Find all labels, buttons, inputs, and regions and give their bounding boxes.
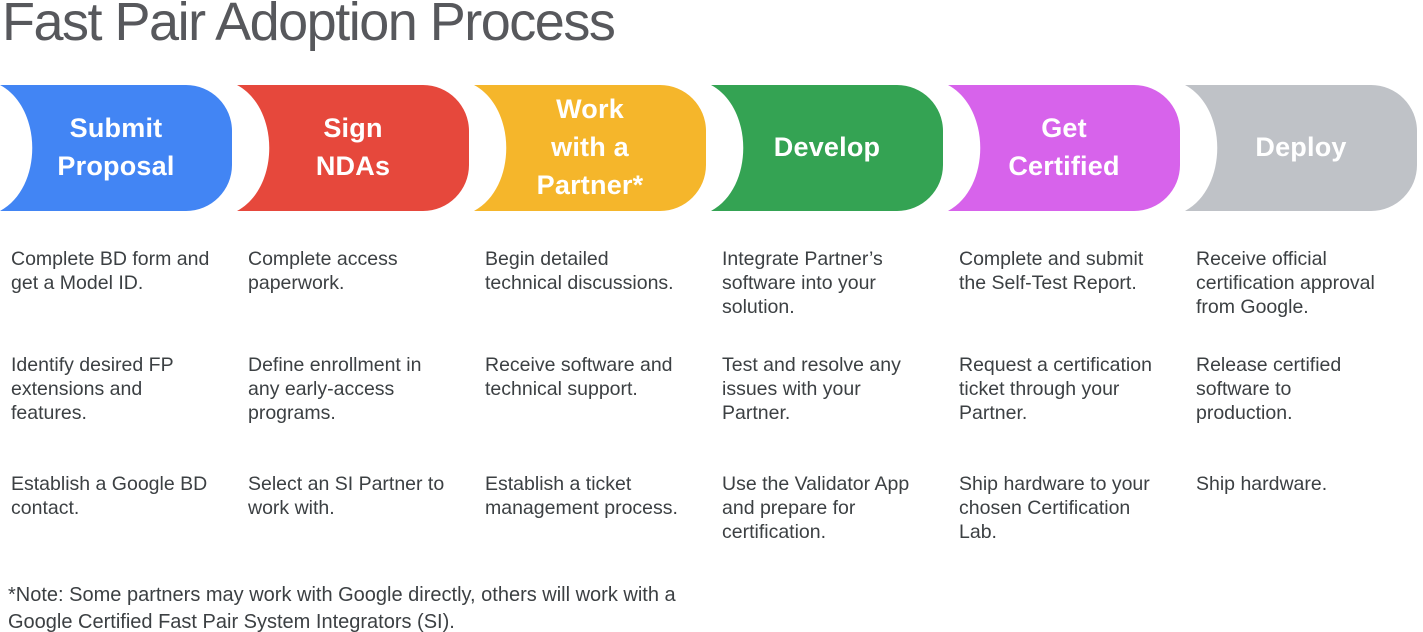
detail-item: Complete and submit the Self-Test Report… (959, 248, 1144, 294)
stage-shape-path (0, 85, 232, 211)
detail-item: Receive software and technical support. (485, 354, 673, 400)
page-title: Fast Pair Adoption Process (2, 0, 616, 52)
stage-details-grid: Complete BD form and get a Model ID. Ide… (0, 247, 1422, 544)
stage-label: Deploy (1255, 132, 1347, 163)
detail-item: Request a certification ticket through y… (959, 354, 1152, 424)
stage-pill-shape (237, 85, 469, 211)
details-column-work-with-partner: Begin detailed technical discussions. Re… (474, 247, 711, 544)
stage-label: Get Certified (1008, 113, 1120, 181)
details-column-deploy: Receive official certification approval … (1185, 247, 1422, 544)
stage-label: Work with a Partner* (536, 94, 644, 200)
detail-item: Begin detailed technical discussions. (485, 248, 674, 294)
stage-submit-proposal: Submit Proposal (0, 85, 232, 211)
detail-item: Identify desired FP extensions and featu… (11, 354, 174, 424)
detail-item: Ship hardware to your chosen Certificati… (959, 473, 1150, 543)
details-column-submit-proposal: Complete BD form and get a Model ID. Ide… (0, 247, 237, 544)
stage-shape-path (1185, 85, 1417, 211)
stage-shape-path (237, 85, 469, 211)
detail-item: Select an SI Partner to work with. (248, 473, 445, 519)
stage-pill-shape (474, 85, 706, 211)
stage-deploy: Deploy (1185, 85, 1417, 211)
detail-item: Establish a Google BD contact. (11, 473, 208, 519)
details-column-sign-ndas: Complete access paperwork. Define enroll… (237, 247, 474, 544)
detail-item: Define enrollment in any early-access pr… (248, 354, 422, 424)
detail-item: Receive official certification approval … (1196, 248, 1375, 318)
detail-item: Complete BD form and get a Model ID. (11, 248, 210, 294)
stage-pill-shape (711, 85, 943, 211)
stage-work-with-partner: Work with a Partner* (474, 85, 706, 211)
detail-item: Ship hardware. (1196, 473, 1328, 495)
stage-label: Sign NDAs (315, 113, 391, 181)
stage-pill-shape (1185, 85, 1417, 211)
stage-pill-shape (0, 85, 232, 211)
details-column-get-certified: Complete and submit the Self-Test Report… (948, 247, 1185, 544)
detail-item: Test and resolve any issues with your Pa… (722, 354, 901, 424)
detail-item: Integrate Partner’s software into your s… (722, 248, 883, 318)
stage-shape-path (711, 85, 943, 211)
stage-sign-ndas: Sign NDAs (237, 85, 469, 211)
process-stages: Submit Proposal Sign NDAs Work with a Pa… (0, 85, 1417, 211)
stage-develop: Develop (711, 85, 943, 211)
stage-pill-shape (948, 85, 1180, 211)
stage-get-certified: Get Certified (948, 85, 1180, 211)
stage-label: Submit Proposal (57, 113, 175, 181)
detail-item: Use the Validator App and prepare for ce… (722, 473, 910, 543)
stage-label: Develop (773, 132, 881, 163)
stage-shape-path (948, 85, 1180, 211)
details-column-develop: Integrate Partner’s software into your s… (711, 247, 948, 544)
detail-item: Establish a ticket management process. (485, 473, 678, 519)
footnote: *Note: Some partners may work with Googl… (8, 584, 676, 632)
detail-item: Complete access paperwork. (248, 248, 398, 294)
stage-shape-path (474, 85, 706, 211)
detail-item: Release certified software to production… (1196, 354, 1342, 424)
